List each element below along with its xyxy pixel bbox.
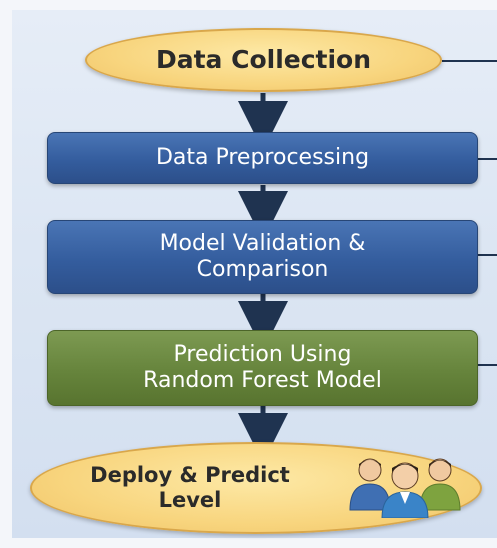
- step-label: Deploy & Predict Level: [90, 462, 290, 512]
- step-model-validation: Model Validation & Comparison: [47, 220, 478, 294]
- step-data-preprocessing: Data Preprocessing: [47, 132, 478, 184]
- step-label: Model Validation & Comparison: [159, 230, 366, 282]
- step-label: Data Preprocessing: [155, 144, 370, 170]
- side-connector-1: [442, 60, 497, 62]
- people-group-icon: [349, 458, 461, 518]
- step-deploy-predict: Deploy & Predict Level: [30, 442, 482, 534]
- step-prediction-random-forest: Prediction Using Random Forest Model: [47, 330, 478, 406]
- side-connector-2: [478, 158, 497, 160]
- side-connector-3: [478, 254, 497, 256]
- side-connector-4: [478, 364, 497, 366]
- step-label: Data Collection: [155, 45, 372, 74]
- step-data-collection: Data Collection: [85, 28, 442, 92]
- step-label: Prediction Using Random Forest Model: [143, 341, 382, 393]
